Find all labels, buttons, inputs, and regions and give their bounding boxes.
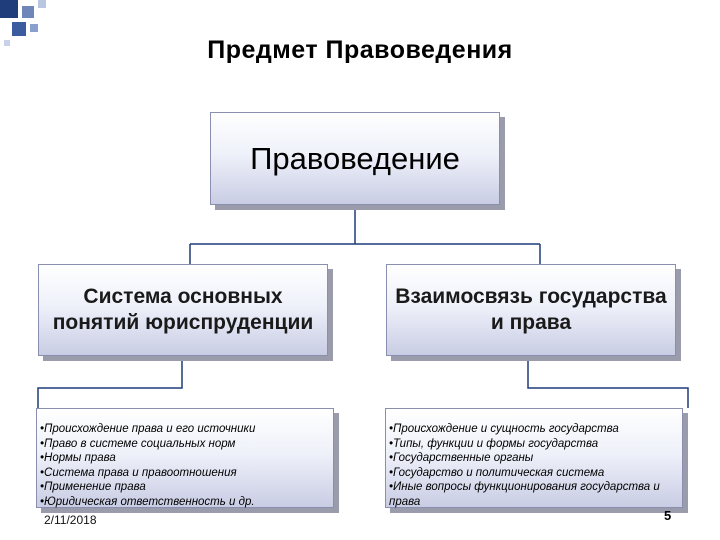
- connector-left-list: [37, 356, 183, 408]
- list-item: •Иные вопросы функционирования государст…: [389, 481, 660, 508]
- corner-decoration: [22, 6, 34, 18]
- corner-decoration: [0, 0, 18, 18]
- list-item: •Юридическая ответственность и др.: [40, 495, 255, 508]
- right-list-box: •Происхождение и сущность государства •Т…: [385, 408, 683, 508]
- left-branch-node: Система основных понятий юриспруденции: [38, 264, 328, 356]
- list-item: •Происхождение права и его источники: [40, 423, 256, 435]
- list-item: •Государство и политическая система: [389, 466, 605, 479]
- list-item: •Система права и правоотношения: [40, 466, 237, 479]
- connector-root-branches: [189, 205, 541, 264]
- footer-date: 2/11/2018: [44, 513, 97, 527]
- list-item: •Нормы права: [40, 452, 116, 464]
- right-branch-label: Взаимосвязь государства и права: [395, 285, 667, 334]
- list-item: •Типы, функции и формы государства: [389, 437, 599, 450]
- page-number: 5: [664, 508, 672, 523]
- root-node: Правоведение: [210, 112, 500, 205]
- left-list-box: •Происхождение права и его источники •Пр…: [36, 408, 334, 508]
- corner-decoration: [4, 40, 10, 46]
- list-item: •Право в системе социальных норм: [40, 437, 236, 450]
- root-node-label: Правоведение: [250, 140, 460, 176]
- connector-right-list: [527, 356, 689, 408]
- right-branch-node: Взаимосвязь государства и права: [386, 264, 676, 356]
- corner-decoration: [38, 0, 46, 8]
- slide-title: Предмет Правоведения: [207, 36, 513, 64]
- corner-decoration: [12, 22, 26, 36]
- list-item: •Применение права: [40, 481, 146, 493]
- list-item: •Государственные органы: [389, 452, 534, 464]
- left-branch-label: Система основных понятий юриспруденции: [52, 285, 314, 334]
- corner-decoration: [30, 24, 38, 32]
- list-item: •Происхождение и сущность государства: [389, 423, 619, 435]
